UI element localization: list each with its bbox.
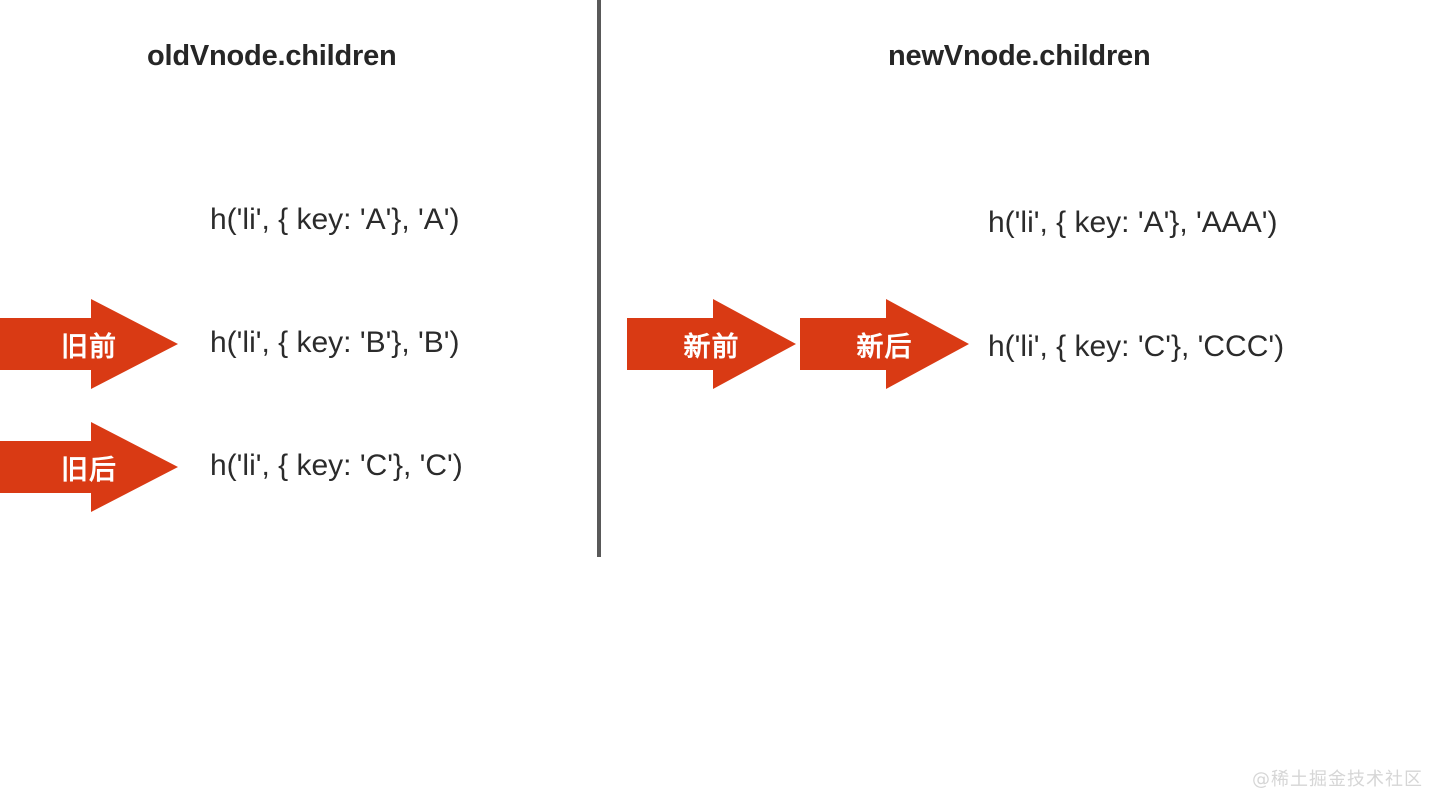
arrow-new-after: 新后	[800, 299, 969, 389]
new-child-line-c: h('li', { key: 'C'}, 'CCC')	[988, 330, 1285, 363]
right-arrow-icon	[627, 299, 796, 389]
arrow-old-after: 旧后	[0, 422, 178, 512]
old-child-line-c: h('li', { key: 'C'}, 'C')	[210, 449, 463, 482]
watermark: @稀土掘金技术社区	[1252, 769, 1423, 790]
new-child-line-a: h('li', { key: 'A'}, 'AAA')	[988, 206, 1278, 239]
column-divider	[597, 0, 601, 557]
new-column-title: newVnode.children	[888, 40, 1151, 72]
right-arrow-icon	[0, 422, 178, 512]
old-child-line-b: h('li', { key: 'B'}, 'B')	[210, 326, 460, 359]
right-arrow-icon	[800, 299, 969, 389]
arrow-old-before: 旧前	[0, 299, 178, 389]
arrow-new-before: 新前	[627, 299, 796, 389]
old-column-title: oldVnode.children	[147, 40, 397, 72]
old-child-line-a: h('li', { key: 'A'}, 'A')	[210, 203, 460, 236]
right-arrow-icon	[0, 299, 178, 389]
